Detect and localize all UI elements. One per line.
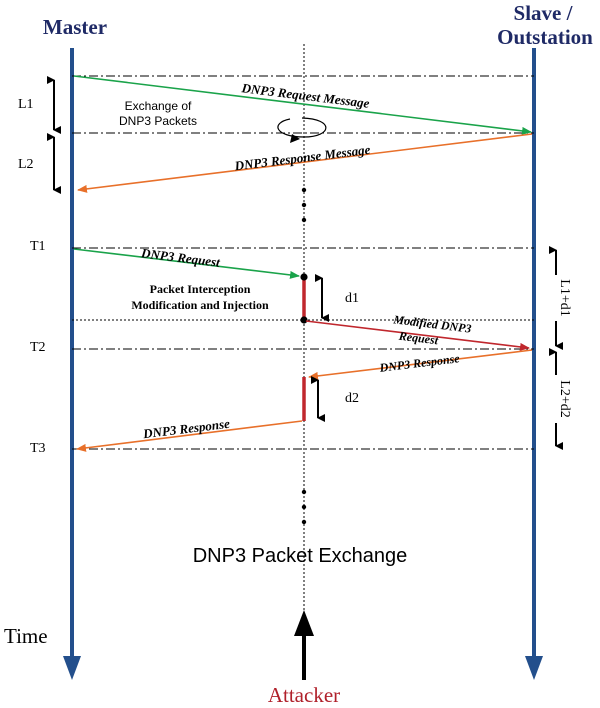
marker-l1-d1: L1+d1 [557, 279, 572, 316]
attacker-dots-upper [301, 187, 307, 223]
exchange-loop-icon [277, 117, 327, 138]
marker-t3: T3 [30, 441, 46, 456]
master-header: Master [43, 15, 107, 39]
slave-header-line1: Slave / [514, 1, 574, 25]
request-message-label: DNP3 Request Message [240, 80, 371, 111]
response-message-arrow [77, 133, 533, 193]
slave-header-line2: Outstation [497, 25, 593, 49]
marker-l2-d2: L2+d2 [557, 380, 572, 417]
marker-l2: L2 [18, 157, 34, 172]
modified-request-label-line2: Request [397, 329, 439, 348]
modified-request-arrow [305, 320, 530, 351]
diagram-caption: DNP3 Packet Exchange [193, 545, 408, 567]
request-message-arrow [73, 75, 532, 135]
attacker-dots-lower [301, 489, 307, 525]
response-to-master-label: DNP3 Response [141, 416, 230, 442]
interception-label-line1: Packet Interception [150, 282, 251, 296]
interception-end-dot [300, 316, 308, 324]
timing-guides [72, 75, 534, 450]
response-to-attacker-label: DNP3 Response [378, 351, 461, 375]
marker-l1: L1 [18, 97, 34, 112]
exchange-label-line2: DNP3 Packets [119, 114, 197, 128]
response-to-master-arrow [76, 420, 303, 452]
marker-d1: d1 [345, 291, 359, 306]
interception-start-dot [300, 273, 308, 281]
master-lifeline-arrowhead [63, 656, 81, 680]
exchange-label-line1: Exchange of [125, 99, 192, 113]
attacker-arrowhead [294, 610, 314, 636]
marker-t2: T2 [30, 340, 46, 355]
request-label: DNP3 Request [139, 245, 221, 270]
l1-d1-label-bg [549, 275, 564, 321]
time-label: Time [4, 624, 48, 648]
exchange-loop-arrowhead [290, 134, 300, 143]
marker-t1: T1 [30, 239, 46, 254]
marker-d2: d2 [345, 391, 359, 406]
request-arrow [73, 248, 300, 279]
l2-d2-label-bg [549, 375, 564, 423]
interception-label-line2: Modification and Injection [131, 298, 269, 312]
slave-lifeline-arrowhead [525, 656, 543, 680]
attacker-label: Attacker [268, 683, 340, 707]
response-to-attacker-arrow [308, 349, 533, 380]
response-message-label: DNP3 Response Message [233, 142, 372, 174]
